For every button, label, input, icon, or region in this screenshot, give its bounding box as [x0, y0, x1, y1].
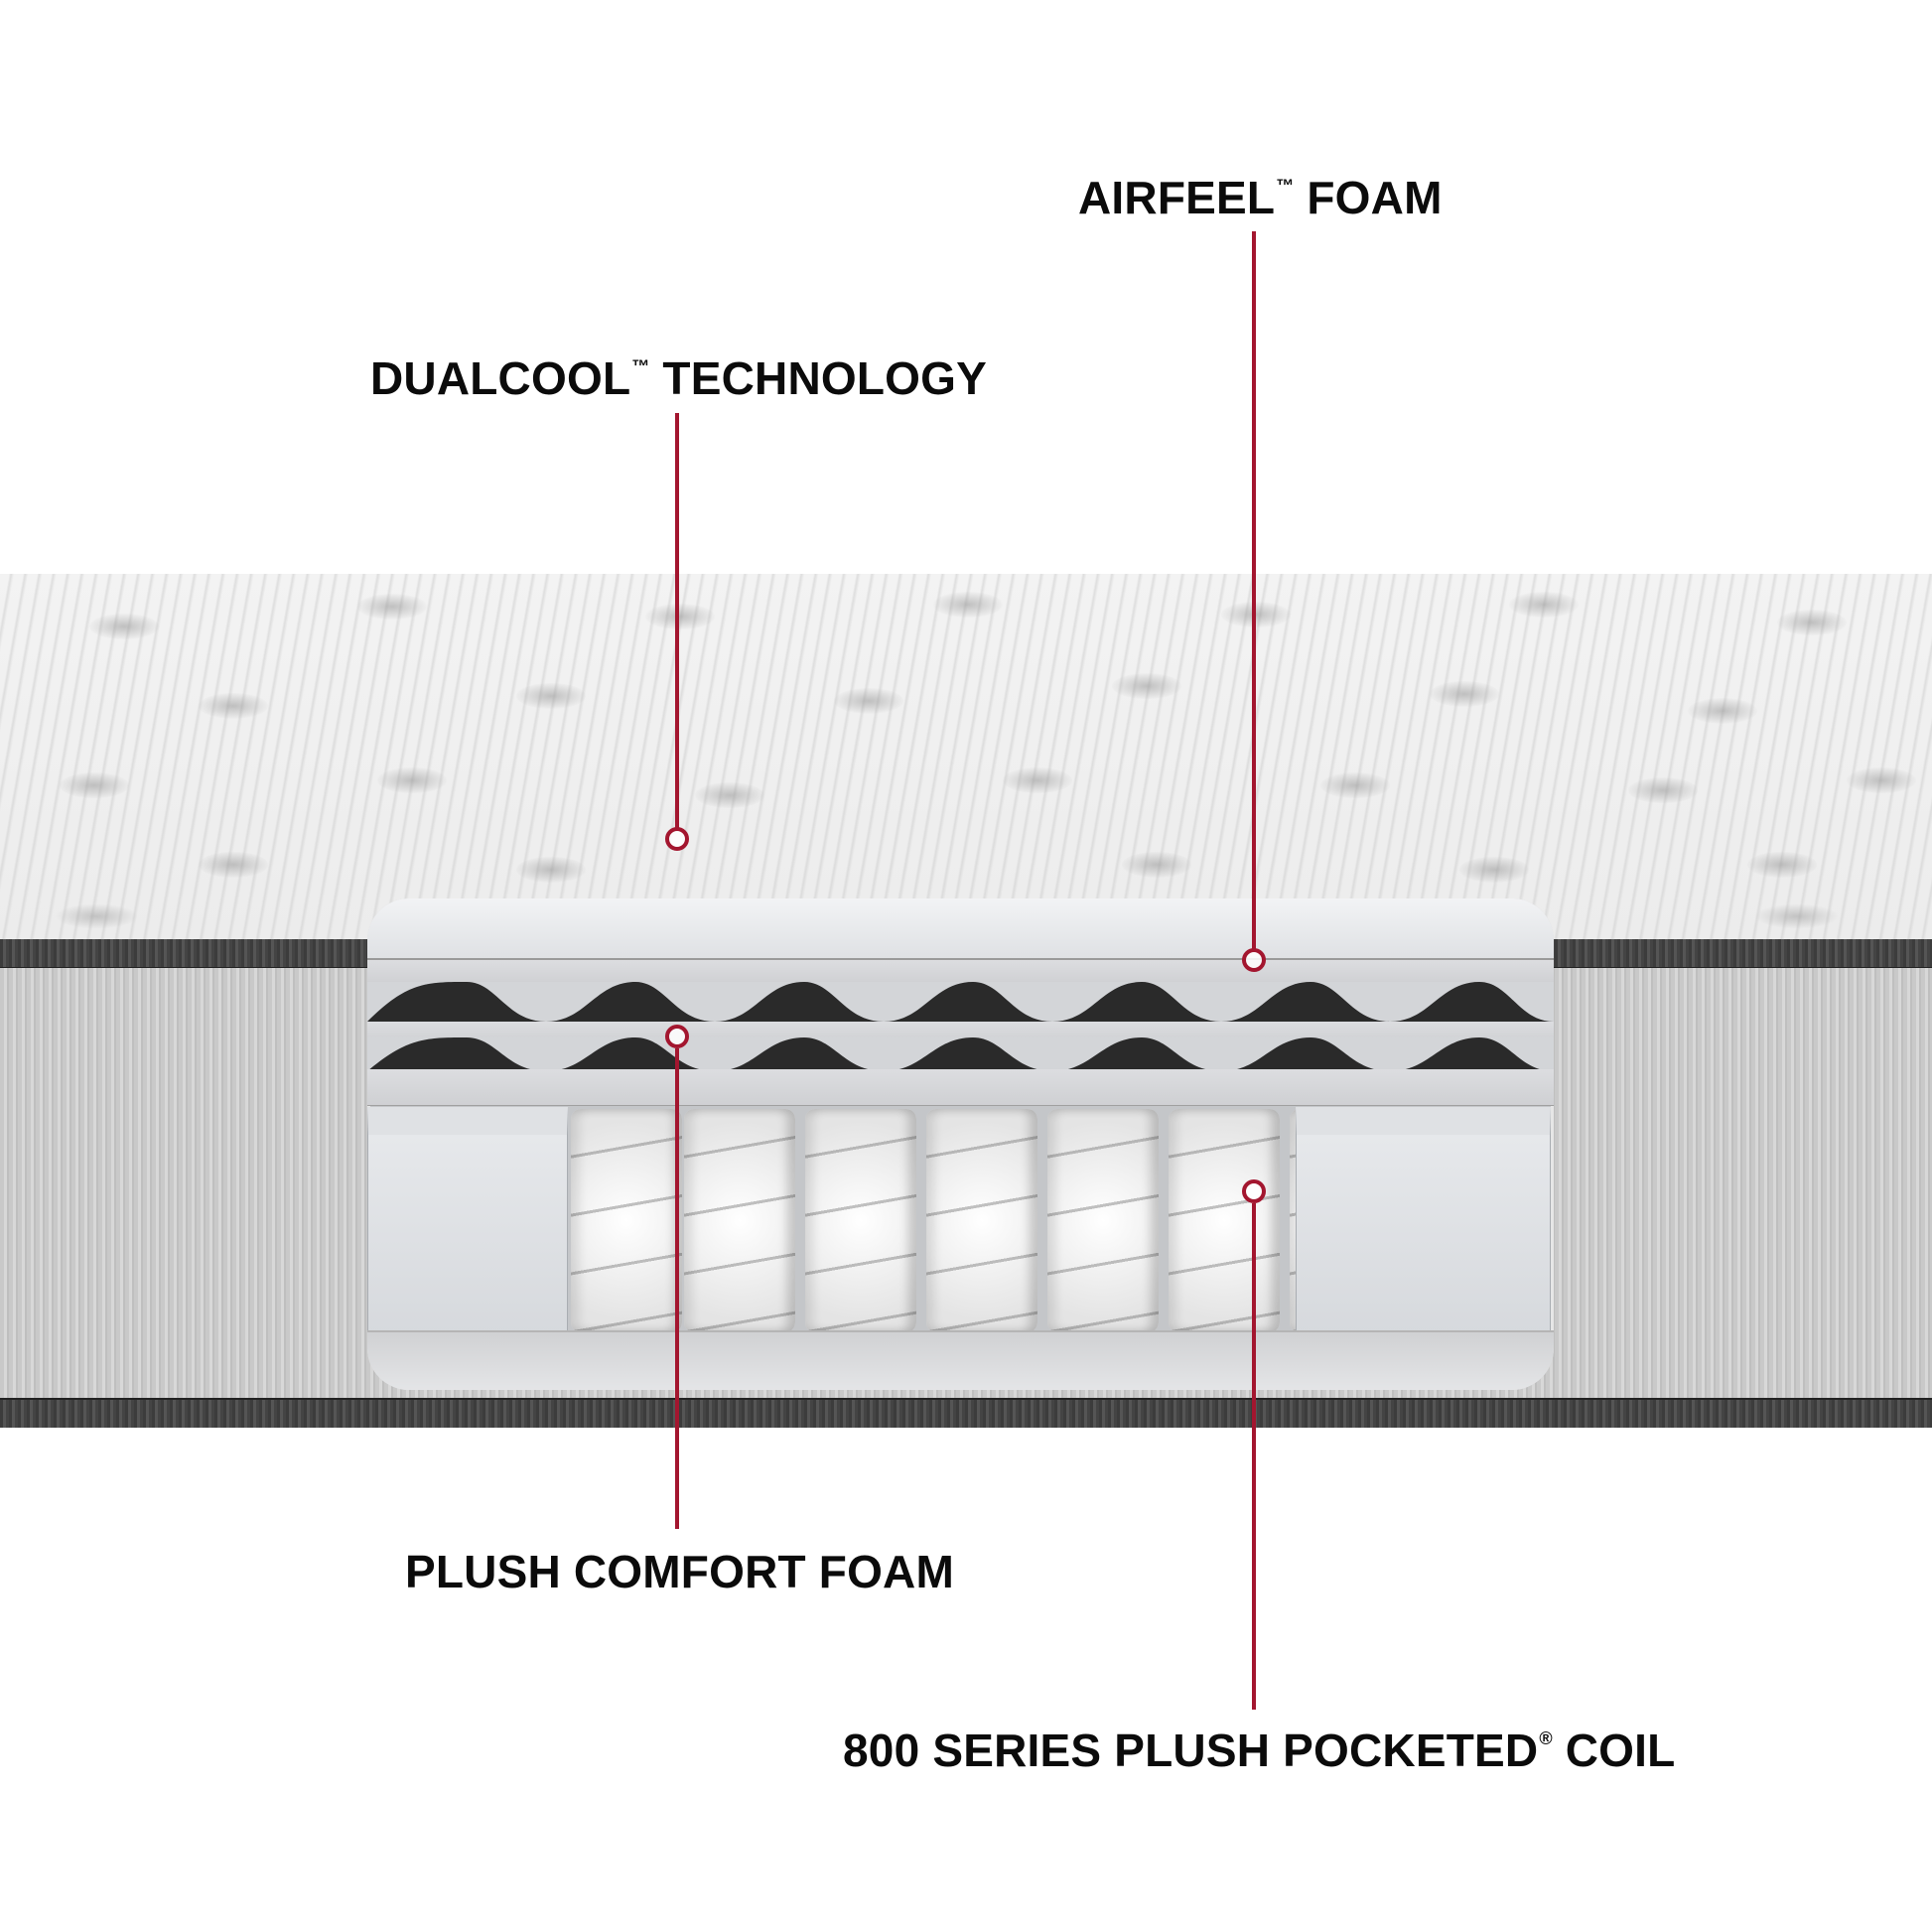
leader-line-plush-comfort-foam: [675, 1048, 679, 1529]
tuft: [933, 592, 1003, 618]
leader-line-pocketed-coil: [1252, 1203, 1256, 1710]
edge-support-block-left: [367, 1107, 568, 1349]
tuft: [1747, 852, 1817, 878]
callout-label-pocketed-coil: 800 SERIES PLUSH POCKETED® COIL: [843, 1727, 1675, 1773]
tuft: [516, 683, 586, 709]
marker-plush-comfort-foam: [665, 1025, 689, 1048]
pocketed-coil: [1169, 1109, 1280, 1332]
tuft: [1320, 772, 1390, 798]
dualcool-layer: [367, 898, 1554, 960]
tuft: [1509, 592, 1579, 618]
marker-airfeel: [1242, 948, 1266, 972]
pocketed-coil: [926, 1109, 1037, 1332]
callout-label-dualcool-technology: DUALCOOL™ TECHNOLOGY: [370, 355, 987, 401]
tuft: [357, 594, 427, 620]
edge-support-block-right: [1296, 1107, 1551, 1349]
trademark-mark: ™: [1276, 176, 1295, 196]
comfort-foam-wave: [367, 1037, 1554, 1071]
tuft: [1688, 698, 1757, 724]
airfeel-foam-wave: [367, 982, 1554, 1022]
tuft: [60, 772, 129, 798]
trademark-mark: ™: [631, 356, 650, 376]
tuft: [645, 604, 715, 629]
leader-line-dualcool: [675, 413, 679, 830]
pocketed-coil: [1047, 1109, 1159, 1332]
base-layer: [367, 1330, 1554, 1390]
tuft: [1628, 777, 1698, 803]
tuft: [1221, 602, 1291, 627]
marker-dualcool: [665, 827, 689, 851]
pocketed-coil: [684, 1109, 795, 1332]
callout-text-suffix: TECHNOLOGY: [649, 352, 987, 404]
callout-text: PLUSH COMFORT FOAM: [405, 1546, 954, 1597]
quilted-top-cover: [0, 574, 1932, 946]
tuft: [1777, 610, 1847, 635]
tuft: [199, 852, 268, 878]
leader-line-airfeel: [1252, 231, 1256, 950]
plush-comfort-foam-slab: [367, 1069, 1554, 1106]
pocketed-coil: [805, 1109, 916, 1332]
tuft: [1430, 681, 1499, 707]
tuft: [199, 693, 268, 719]
tuft: [1847, 767, 1916, 793]
tuft: [1122, 852, 1191, 878]
marker-pocketed-coil: [1242, 1179, 1266, 1203]
tuft: [516, 857, 586, 883]
callout-text-suffix: COIL: [1552, 1725, 1676, 1776]
registered-mark: ®: [1539, 1728, 1553, 1748]
tuft: [377, 767, 447, 793]
pocketed-coil: [571, 1109, 682, 1332]
tuft: [1112, 673, 1181, 699]
pocketed-coil-array: [571, 1109, 1350, 1332]
callout-label-airfeel-foam: AIRFEEL™ FOAM: [1078, 175, 1443, 220]
bottom-border-band: [0, 1398, 1932, 1428]
callout-text-suffix: FOAM: [1294, 172, 1443, 223]
callout-text: 800 SERIES PLUSH POCKETED: [843, 1725, 1539, 1776]
tuft: [89, 614, 159, 639]
callout-text: AIRFEEL: [1078, 172, 1276, 223]
tuft: [1459, 857, 1529, 883]
tuft: [695, 782, 764, 808]
airfeel-foam-slab: [367, 960, 1554, 985]
callout-label-plush-comfort-foam: PLUSH COMFORT FOAM: [405, 1549, 954, 1594]
tuft: [834, 688, 903, 714]
tuft: [1003, 767, 1072, 793]
callout-text: DUALCOOL: [370, 352, 631, 404]
mattress-cutaway: [367, 898, 1554, 1390]
